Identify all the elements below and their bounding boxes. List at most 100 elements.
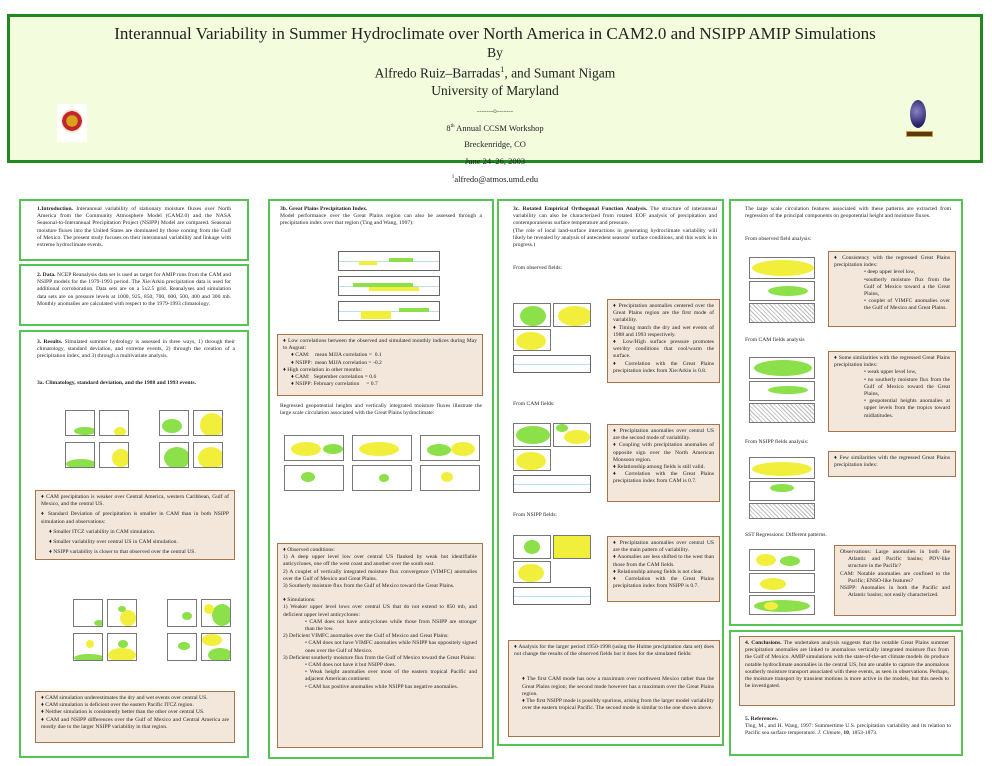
regression-note: ♦ Few similarities with the regressed Gr… [834, 455, 950, 469]
map-panel [513, 535, 551, 559]
section-3b-heading: 3b. Great Plains Precipitation Index. [280, 206, 368, 212]
map-panel [352, 465, 412, 491]
regression-note: • geopotential heights anomalies at uppe… [864, 398, 950, 419]
conclusions-text: The undertaken analysis suggests that th… [745, 640, 949, 690]
reof-note: ♦ Relationship among fields is not clear… [613, 568, 704, 575]
map-panel [749, 381, 815, 401]
map-panel [513, 561, 551, 583]
results-panel: 3. Results. Simulated summer hydrology i… [19, 330, 249, 758]
map-panel [167, 599, 197, 627]
climatology-findings-box: ♦ CAM precipitation is weaker over Centr… [35, 490, 235, 560]
condition-item: • CAM does not have anticyclones while t… [305, 618, 477, 633]
finding: ♦ CAM precipitation is weaker over Centr… [41, 494, 229, 508]
map-panel [107, 599, 137, 627]
map-panel [749, 403, 815, 423]
map-panel [99, 410, 129, 436]
map-panel [159, 442, 189, 468]
timeseries-panel [338, 276, 440, 296]
data-panel: 2. Data. NCEP Reanalysis data set is use… [19, 264, 249, 326]
map-panel [749, 303, 815, 323]
condition-item: 3) Deficient southerly moisture flux fro… [283, 654, 476, 661]
condition-item: 1) Weaker upper level lows over central … [283, 604, 477, 618]
map-panel [749, 281, 815, 301]
simulations-heading: ♦ Simulations: [283, 597, 316, 604]
author-2: , and Sumant Nigam [504, 65, 616, 81]
pc-timeseries [513, 475, 591, 493]
correlation-note: ♦ CAM: September correlation = 0.6 [291, 374, 377, 381]
map-panel [193, 442, 223, 468]
map-panel [193, 410, 223, 436]
timeseries-panel [338, 301, 440, 321]
email: alfredo@atmos.umd.edu [454, 174, 539, 185]
map-panel [65, 410, 95, 436]
correlation-box: ♦ Low correlations between the observed … [277, 334, 483, 396]
location: Breckenridge, CO [464, 139, 526, 150]
map-panel [513, 329, 551, 351]
by-line: By [487, 45, 503, 60]
reof-note: ♦ Coupling with precipitation anomalies … [613, 442, 714, 463]
authors: Alfredo Ruiz–Barradas1, and Sumant Nigam [10, 61, 980, 82]
conditions-box: ♦ Observed conditions: 1) A deep upper l… [277, 543, 483, 748]
extreme-events-maps-figure [51, 587, 231, 667]
finding: ♦ NSIPP variability is closer to that ob… [49, 549, 196, 556]
reof-note: ♦ Correlation with the Great Plains prec… [613, 360, 714, 374]
reof-note: ♦ Timing match the dry and wet events of… [613, 324, 714, 338]
cam-regression-box: ♦ Some similarities with the regressed G… [828, 351, 956, 432]
section-3c-intro: The structure of interannual variability… [513, 206, 717, 227]
regression-note: ♦ Consistency with the regressed Great P… [834, 255, 950, 269]
introduction-panel: 1.Introduction. Interannual variability … [19, 199, 249, 261]
data-heading: 2. Data. [37, 272, 56, 278]
references-heading: 5. References. [745, 716, 778, 722]
regression-note: • no southerly moisture flux from the Gu… [864, 376, 950, 398]
map-panel [513, 303, 551, 327]
cam-analysis-label: From CAM fields analysis [745, 337, 805, 343]
map-panel [749, 573, 815, 593]
reference-text: Ting, M., and H. Wang, 1997: Summertime … [745, 723, 951, 737]
introduction-heading: 1.Introduction. [37, 206, 73, 212]
reof-note: ♦ Low/High surface pressure promotes wet… [613, 339, 714, 360]
map-panel [73, 633, 103, 661]
data-text: NCEP Reanalysis data set is used as targ… [37, 272, 231, 307]
workshop-number: 8 [446, 122, 451, 133]
precipitation-index-panel: 3b. Great Plains Precipitation Index. Mo… [268, 199, 494, 759]
finding: ♦ CAM simulation is deficient over the e… [41, 702, 194, 709]
reof-panel: 3c. Rotated Empirical Orthogonal Functio… [497, 199, 724, 746]
observed-fields-label: From observed fields: [513, 265, 563, 271]
regression-note: •southerly moisture flux from the Gulf o… [864, 276, 950, 298]
condition-item: 1) A deep upper level low over central U… [283, 554, 477, 568]
regression-note: ♦ Some similarities with the regressed G… [834, 355, 950, 369]
cam-reof-figure [513, 419, 595, 499]
finding: ♦ Neither simulation is consistently bet… [41, 709, 205, 716]
condition-item: • CAM does not have it but NSIPP does. [305, 662, 396, 669]
separator: -------o------- [476, 106, 514, 115]
section-3c-note: (The role of local land-surface interact… [513, 227, 717, 249]
nsipp-regression-box: ♦ Few similarities with the regressed Gr… [828, 451, 956, 477]
extended-period-box: ♦ Analysis for the larger period 1950-19… [508, 640, 720, 737]
precipitation-index-timeseries-figure [330, 241, 442, 323]
section-3a-heading: 3a. Climatology, standard deviation, and… [37, 380, 196, 386]
extended-note: ♦ The first CAM mode has now a maximum o… [522, 676, 714, 697]
map-panel [284, 435, 344, 461]
reof-note: ♦ Relationship among fields is still val… [613, 464, 705, 471]
conclusions-heading: 4. Conclusions. [745, 640, 782, 646]
map-panel [749, 549, 815, 571]
reof-note: ♦ Anomalies are less shifted to the west… [613, 554, 714, 568]
umd-logo [57, 104, 87, 142]
map-panel [553, 303, 591, 327]
workshop-ordinal: th [450, 122, 455, 129]
introduction-text: Interannual variability of stationary mo… [37, 206, 231, 249]
cam-reof-box: ♦ Precipitation anomalies over central U… [607, 424, 720, 502]
nsipp-analysis-label: From NSIPP fields analysis: [745, 439, 809, 445]
reof-note: ♦ Precipitation anomalies centered over … [613, 303, 714, 324]
map-panel [513, 423, 551, 447]
poster-title: Interannual Variability in Summer Hydroc… [114, 24, 876, 43]
map-panel [513, 449, 551, 471]
pc-timeseries [513, 355, 591, 373]
conclusions-box: 4. Conclusions. The undertaken analysis … [739, 636, 955, 706]
map-panel [99, 442, 129, 468]
regression-note: • weak upper level low, [864, 369, 917, 376]
extreme-events-findings-box: ♦ CAM simulation underestimates the dry … [35, 691, 235, 743]
regression-intro: The large scale circulation features ass… [745, 206, 951, 220]
conclusions-panel: 4. Conclusions. The undertaken analysis … [729, 630, 963, 756]
map-panel [107, 633, 137, 661]
